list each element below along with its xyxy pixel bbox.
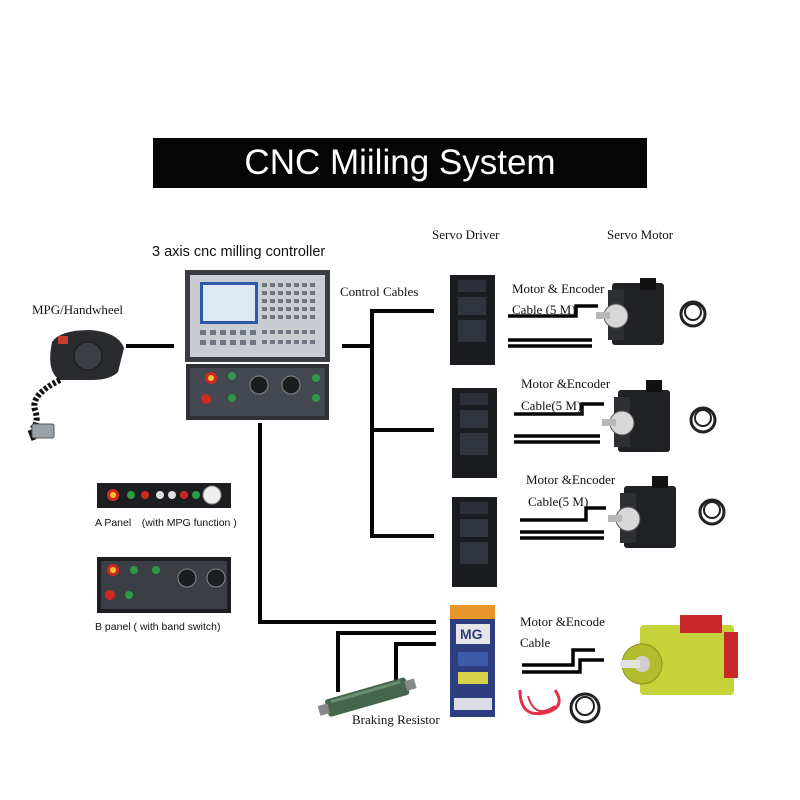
cable-1-label-line1: Motor & Encoder	[512, 281, 605, 296]
cable-4-label-line2: Cable	[520, 635, 551, 650]
panel-a-label: A Panel (with MPG function )	[95, 517, 237, 529]
braking-resistor-label: Braking Resistor	[352, 712, 440, 727]
control-cables-label: Control Cables	[340, 284, 419, 299]
spindle-motor	[518, 615, 738, 724]
panel-b-image	[97, 557, 231, 613]
braking-resistor-wire-1	[336, 631, 436, 692]
servo-motor-2	[602, 380, 717, 452]
motor-cable-2a	[514, 402, 604, 416]
cable-1-label-line2: Cable (5 M)	[512, 302, 576, 317]
servo-motor-1	[596, 278, 707, 345]
servo-motor-label: Servo Motor	[607, 227, 674, 242]
servo-driver-3	[452, 497, 497, 587]
mpg-label: MPG/Handwheel	[32, 302, 123, 317]
servo-driver-label: Servo Driver	[432, 227, 500, 242]
cable-2-label-line2: Cable(5 M)	[521, 398, 582, 413]
servo-motor-3	[608, 476, 726, 548]
panel-b-label: B panel ( with band switch)	[95, 621, 221, 633]
panel-a-image	[97, 483, 231, 508]
motor-cable-3a	[520, 506, 606, 522]
spindle-driver-brand: MG	[460, 626, 483, 642]
motor-cable-1a	[508, 304, 598, 318]
braking-resistor-wire-2	[394, 642, 436, 692]
cable-3-label-line2: Cable(5 M)	[528, 494, 589, 509]
spindle-cable-b	[522, 658, 604, 674]
servo-driver-1	[450, 275, 495, 365]
servo-driver-2	[452, 388, 497, 478]
cable-3-label-line1: Motor &Encoder	[526, 472, 616, 487]
cable-2-label-line1: Motor &Encoder	[521, 376, 611, 391]
cable-4-label-line1: Motor &Encode	[520, 614, 605, 629]
spindle-cable-a	[522, 648, 595, 667]
page-title: CNC Miiling System	[153, 138, 647, 188]
controller-label: 3 axis cnc milling controller	[152, 244, 326, 260]
